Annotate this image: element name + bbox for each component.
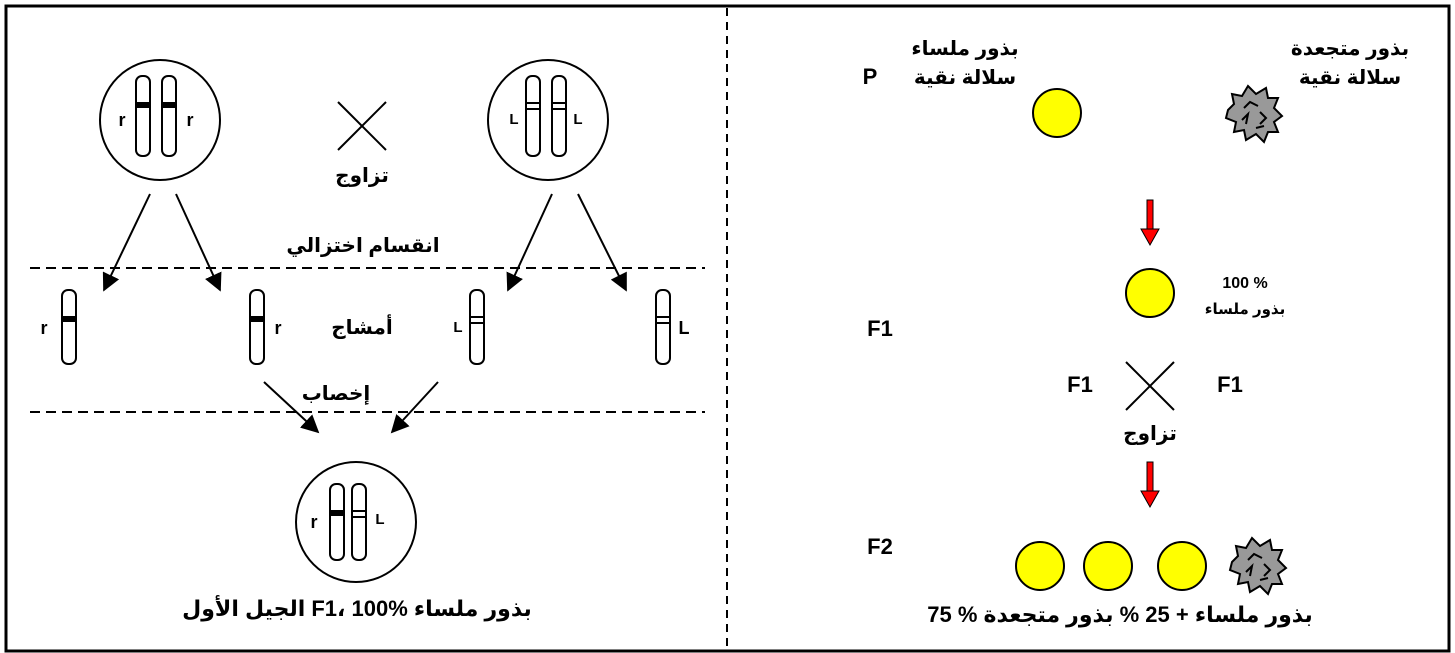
left-caption: الجيل الأول F1، 100% بذور ملساء [182,594,532,622]
f2-result: 75 % بذور ملساء + 25 % بذور متجعدة [927,602,1313,628]
cross-label: تزاوج [1123,423,1177,445]
arrow-icon [1140,461,1160,509]
parent-cell-ll: L L [487,59,609,181]
arrow-icon [506,193,553,292]
arrow-icon [263,381,320,434]
cross-icon [1125,361,1175,411]
smooth-seed-icon [1015,541,1065,591]
f1-label: F1 [867,316,893,341]
wrinkled-seed-icon [1225,85,1283,143]
fertilization-arrows [263,381,439,434]
meiosis-arrows [102,193,627,292]
allele-label: L [375,511,384,528]
allele-label: r [40,318,47,338]
fertilization-label: إخصاب [302,383,371,405]
wrinkled-seed-title: بذور متجعدة [1291,38,1409,60]
smooth-seed-title: بذور ملساء [911,38,1018,60]
smooth-seed-icon [1157,541,1207,591]
left-panel: r r L L تزاوج انقسام اختزالي [30,59,705,622]
frame [4,4,1451,653]
allele-label: r [310,512,317,532]
wrinkled-seed-icon [1229,537,1287,595]
f1-right-label: F1 [1217,372,1243,397]
allele-label: r [186,110,193,130]
arrow-icon [390,381,439,434]
meiosis-label: انقسام اختزالي [286,235,439,258]
allele-label: r [118,110,125,130]
arrow-icon [577,193,627,292]
arrow-icon [1140,199,1160,247]
smooth-seed-icon [1083,541,1133,591]
allele-label: L [509,111,518,128]
smooth-seed-icon [1032,88,1082,138]
right-panel: P بذور ملساء سلالة نقية بذور متجعدة سلال… [863,38,1409,628]
p-label: P [863,64,878,89]
gamete-r-2: r [249,289,282,365]
parent-cell-rr: r r [99,59,221,181]
allele-label: L [679,318,690,338]
f1-smooth-label: بذور ملساء [1205,301,1285,318]
smooth-seed-subtitle: سلالة نقية [914,67,1016,89]
allele-label: L [453,319,462,336]
cross-label: تزاوج [335,165,389,187]
gametes-label: أمشاج [331,313,393,339]
allele-label: r [274,318,281,338]
f1-percent: 100 % [1222,275,1267,292]
f1-cell-rl: r L [295,461,417,583]
smooth-seed-icon [1125,268,1175,318]
f1-left-label: F1 [1067,372,1093,397]
wrinkled-seed-subtitle: سلالة نقية [1299,67,1401,89]
f2-label: F2 [867,534,893,559]
gamete-l-1: L [453,289,485,365]
gamete-l-2: L [655,289,690,365]
cross-icon [337,101,387,151]
arrow-icon [102,193,151,292]
allele-label: L [573,111,582,128]
arrow-icon [175,193,222,292]
gamete-r-1: r [40,289,77,365]
